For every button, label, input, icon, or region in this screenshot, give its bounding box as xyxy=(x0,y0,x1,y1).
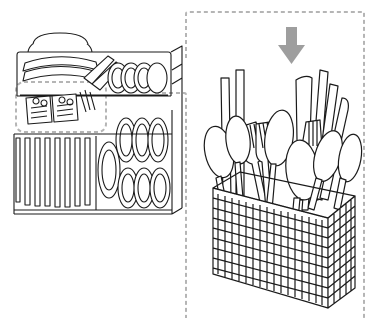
lower-rack-plates-right xyxy=(98,118,170,208)
down-arrow-icon xyxy=(278,27,305,64)
lower-rack-plates-left xyxy=(16,138,90,207)
cutlery-basket-enlarged xyxy=(200,70,365,308)
dishwasher-rack xyxy=(14,33,182,214)
upper-rack-cups xyxy=(23,33,122,90)
upper-rack-plates xyxy=(108,63,167,93)
basket-body xyxy=(213,172,355,308)
